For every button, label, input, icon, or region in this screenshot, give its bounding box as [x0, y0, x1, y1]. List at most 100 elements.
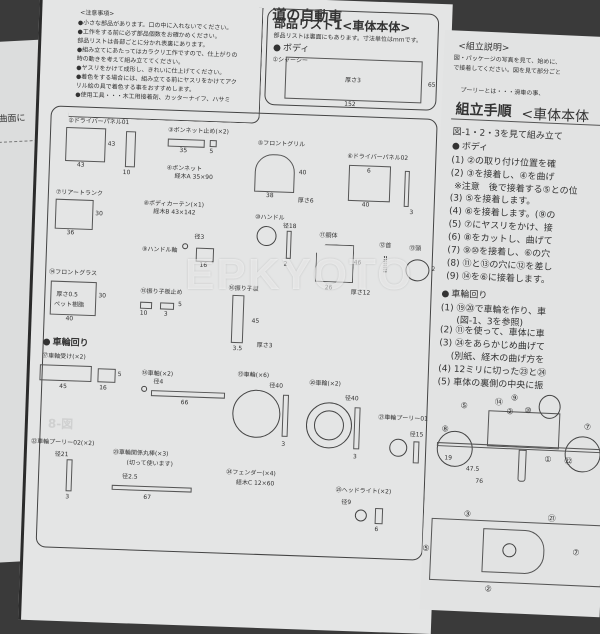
assembly-title: 組立手順: [455, 101, 512, 120]
watermark: EPKYOTO: [185, 250, 414, 299]
dim: 47.5: [465, 465, 480, 473]
front-grill-shape: [254, 153, 296, 193]
dim: 3: [163, 310, 168, 318]
callout: ⑦: [572, 548, 580, 558]
part-note-19: 径40: [269, 382, 284, 390]
part-note-18: 径4: [153, 378, 164, 386]
part-note-23: (切って使います): [126, 459, 174, 468]
callout: ⑨: [510, 393, 519, 403]
front-wheel: [435, 430, 474, 468]
pulley-note: プーリーとは・・・滑車の事、: [460, 86, 545, 98]
headlight-side: [374, 508, 384, 525]
dim: 16: [99, 384, 107, 392]
dim: 40: [65, 315, 74, 323]
bonnet-stop-end: [209, 140, 217, 148]
part-label-17: ⑰車軸受け(×2): [42, 352, 86, 361]
part-label-7: ⑦リアートランク: [55, 188, 104, 198]
rear-wheel: [563, 435, 600, 474]
pulley-01-side: [412, 441, 420, 464]
part-note-9: 径3: [194, 233, 205, 241]
driver-panel-01-shape: [65, 126, 107, 163]
dim: 3: [281, 440, 286, 448]
dim: 40: [298, 169, 307, 177]
driver-panel-01-side: [124, 131, 137, 168]
chassis-width-dim: 65: [427, 81, 436, 89]
dim: 3.5: [232, 344, 243, 353]
part-label-11: ⑪胴体: [319, 231, 338, 240]
callout: ⑤: [460, 401, 468, 411]
pulley-02-side: [65, 459, 73, 492]
dim: 67: [143, 493, 152, 502]
axle-bearing-side: [97, 368, 116, 383]
dim: 45: [59, 382, 67, 391]
dim: 3: [409, 209, 414, 217]
part-label-9: ⑨ハンドル軸: [141, 245, 178, 254]
part-note-14b: ペット樹脂: [53, 300, 85, 309]
pendulum-plate-shape: [230, 294, 245, 344]
dim: 10: [122, 168, 131, 177]
part-note-21: 径15: [409, 431, 424, 439]
part-label-15: ⑮振り子板止め: [140, 287, 183, 297]
callout: ⑭: [494, 397, 504, 407]
part-label-24: ㉔フェンダー(×4): [226, 468, 276, 478]
car-side-diagram: ⑤ ⑭ ⑨ ② ⑩ ⑦ ⑧ ① ㉒ 47.5 76 19: [424, 390, 600, 508]
part-label-20: ⑳車輪(×2): [309, 379, 342, 388]
dim: 6: [374, 526, 379, 534]
dim: 5: [209, 148, 214, 156]
dim: 5: [177, 301, 183, 309]
chassis-length-dim: 152: [344, 100, 356, 109]
part-label-25: ㉕ヘッドライト(×2): [335, 486, 392, 496]
part-note-5: 厚さ6: [297, 197, 314, 205]
dim: 10: [139, 309, 148, 317]
rear-trunk-shape: [54, 198, 94, 230]
dim: 38: [265, 192, 274, 200]
callout: ㉑: [547, 513, 556, 524]
dim: 66: [180, 399, 189, 407]
dim: 3: [352, 453, 357, 461]
dim: 43: [107, 140, 116, 148]
part-note-16: 厚さ3: [256, 341, 273, 350]
dim: 76: [475, 477, 484, 486]
chassis-thickness: 厚さ3: [344, 76, 361, 85]
callout: ①: [544, 454, 552, 465]
section-body-heading: ボディ: [273, 40, 310, 55]
body-section-heading: ボディ: [452, 138, 489, 153]
part-note-25: 径9: [341, 498, 352, 507]
explain-heading: <組立説明>: [458, 41, 510, 54]
part-label-23: ㉓車輪関係丸棒(×3): [112, 448, 169, 458]
pendulum-stop-a: [139, 301, 153, 310]
part-label-14: ⑭フロントグラス: [49, 268, 98, 278]
notes-heading: <注意事項>: [80, 9, 115, 18]
part-note-8: 経木B 43×142: [153, 208, 196, 217]
axle-bearing-shape: [39, 364, 92, 383]
dim: 43: [76, 161, 85, 169]
right-sheet: <組立説明> 図・パッケージの写真を見て、始めに、 で接着してください。図を見て…: [419, 30, 600, 618]
dim: 3: [65, 493, 70, 501]
callout: ㉒: [564, 456, 573, 466]
dim: 19: [444, 454, 453, 462]
dim: 30: [95, 210, 103, 218]
dim: 35: [179, 146, 188, 155]
dim: 6: [366, 167, 371, 175]
part-note-14: 厚さ0.5: [56, 290, 79, 299]
pendulum-stop-b: [159, 302, 175, 310]
callout: ⑦: [583, 422, 592, 432]
part-note-20: 径40: [344, 394, 359, 403]
pendulum: [517, 449, 527, 482]
part-note-22: 径21: [54, 450, 69, 459]
wheel-section-heading: 車輪回り: [441, 286, 487, 302]
part-note-4: 経木A 35×90: [174, 172, 213, 182]
part-label-10: ⑩ハンドル: [255, 213, 285, 222]
part-note-24: 経木C 12×60: [235, 479, 275, 488]
car-top-diagram: ③ ㉑ ⑤ ⑦ ②: [420, 508, 600, 606]
faint-figure-label: 8-図: [47, 416, 74, 432]
part-label-12: ⑫首: [379, 241, 392, 250]
callout: ⑩: [524, 405, 532, 416]
dim: 36: [66, 229, 75, 237]
left-sheet-fragment: 曲面に: [0, 113, 26, 125]
dim: 40: [361, 201, 370, 209]
part-note-10: 径18: [282, 222, 297, 231]
callout: ②: [484, 584, 493, 594]
callout: ⑤: [422, 543, 430, 553]
callout: ⑧: [441, 424, 449, 434]
